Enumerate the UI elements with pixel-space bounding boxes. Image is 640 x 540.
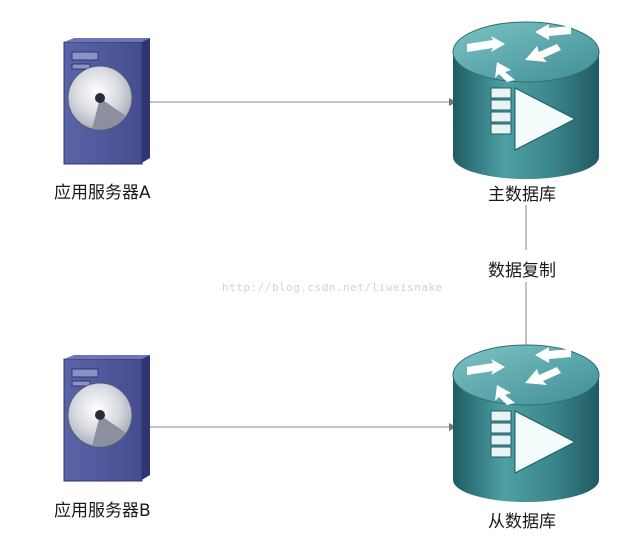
router-database-icon (452, 21, 600, 180)
server-icon (63, 354, 151, 482)
master-db-label: 主数据库 (488, 185, 556, 205)
watermark-text: http://blog.csdn.net/liweisnake (222, 281, 443, 294)
server-a-label: 应用服务器A (54, 183, 151, 203)
router-database-icon (452, 344, 600, 503)
server-b-label: 应用服务器B (54, 501, 151, 521)
replication-label: 数据复制 (488, 261, 556, 281)
slave-db-label: 从数据库 (488, 512, 556, 532)
server-icon (63, 37, 151, 165)
